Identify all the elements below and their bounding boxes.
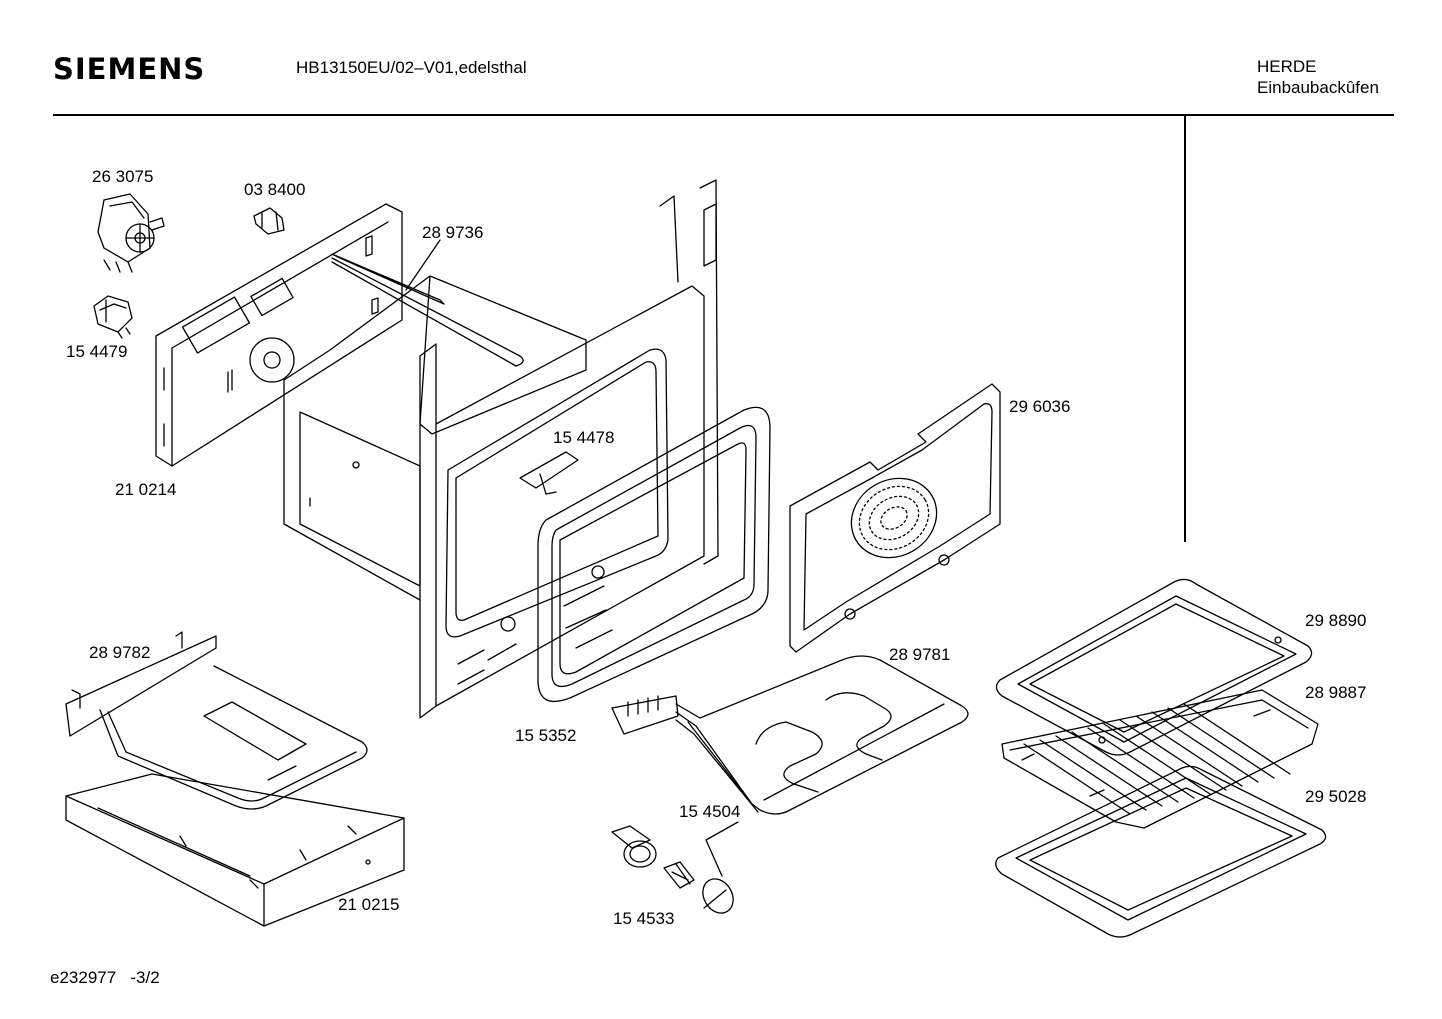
part-label-155352: 15 5352 [515,726,577,745]
part-drawing-oven-cavity [284,180,718,718]
category-title: HERDE [1257,57,1317,76]
part-drawing-289782 [66,632,367,809]
part-drawing-210214 [156,204,402,466]
part-label-295028: 29 5028 [1305,787,1367,806]
brand-logo: SIEMENS [53,52,206,86]
part-drawing-154504 [612,822,739,919]
part-drawing-295028 [996,766,1326,937]
part-drawing-263075 [98,194,164,272]
part-label-038400: 03 8400 [244,180,306,199]
category-subtitle: Einbaubackûfen [1257,78,1379,97]
part-label-289782: 28 9782 [89,643,151,662]
part-label-298890: 29 8890 [1305,611,1367,630]
model-number: HB13150EU/02–V01,edelsthal [296,58,527,77]
part-drawing-289887 [1002,690,1318,828]
part-label-263075: 26 3075 [92,167,154,186]
part-label-210214: 21 0214 [115,480,177,499]
part-label-154478: 15 4478 [553,428,615,447]
part-drawing-210215 [66,774,404,926]
part-label-154504: 15 4504 [679,802,741,821]
part-label-154533: 15 4533 [613,909,675,928]
part-drawing-289781 [612,656,968,814]
part-label-289887: 28 9887 [1305,683,1367,702]
diagram-reference: e232977 -3/2 [50,968,160,987]
part-label-210215: 21 0215 [338,895,400,914]
part-drawing-154479 [94,296,132,338]
vertical-divider [1184,116,1186,542]
part-drawing-154533 [664,862,694,888]
part-label-289736: 28 9736 [422,223,484,242]
part-drawing-289736 [332,240,523,366]
part-drawing-038400 [254,208,284,234]
header-divider [53,114,1394,116]
part-label-154479: 15 4479 [66,342,128,361]
part-drawing-296036 [790,384,1000,652]
part-drawing-154478 [520,452,578,494]
part-label-296036: 29 6036 [1009,397,1071,416]
part-drawing-155352 [538,407,770,701]
part-drawing-298890 [996,579,1311,755]
part-label-289781: 28 9781 [889,645,951,664]
